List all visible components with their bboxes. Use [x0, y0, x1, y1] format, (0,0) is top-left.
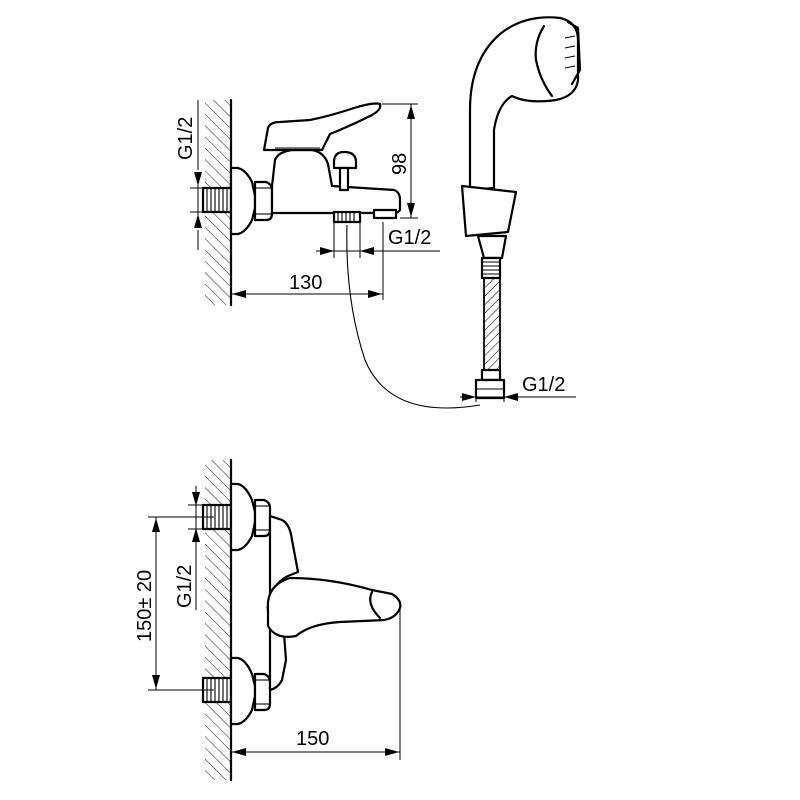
spout-outlet-top — [332, 208, 398, 224]
label-thread-bottom: G1/2 — [174, 565, 196, 608]
dim-inlet-thread-top — [190, 100, 204, 250]
label-outlet-thread-top: G1/2 — [388, 227, 431, 249]
upper-connection-bottom — [201, 482, 272, 552]
dim-outlet-thread-top — [316, 222, 440, 258]
label-projection-top: 130 — [289, 272, 322, 294]
lever-handle-top — [262, 102, 382, 152]
top-view: G1/2 98 G1/2 130 — [175, 16, 582, 409]
connection-curve — [346, 224, 481, 409]
dim-height-top — [382, 103, 418, 219]
lower-connection-bottom — [201, 656, 272, 726]
lever-handle-bottom — [266, 576, 402, 638]
inlet-thread-top — [201, 186, 233, 214]
label-height-top: 98 — [389, 153, 411, 175]
label-inlet-thread-top: G1/2 — [175, 117, 197, 160]
dim-hose-thread — [460, 393, 576, 402]
dim-spacing-bottom — [148, 516, 214, 691]
label-hose-thread: G1/2 — [522, 374, 565, 396]
braided-hose — [474, 277, 506, 400]
bottom-view: 150± 20 G1/2 150 — [134, 458, 402, 782]
label-projection-bottom: 150 — [296, 728, 329, 750]
hand-shower — [460, 16, 582, 280]
diverter-knob-top — [332, 150, 358, 192]
dim-projection-bottom — [231, 608, 401, 760]
dim-projection-top — [231, 222, 384, 300]
label-spacing-bottom: 150± 20 — [134, 570, 156, 642]
mixer-body-top — [270, 148, 402, 215]
escutcheon-top — [229, 166, 257, 236]
dim-thread-bottom — [188, 486, 204, 610]
